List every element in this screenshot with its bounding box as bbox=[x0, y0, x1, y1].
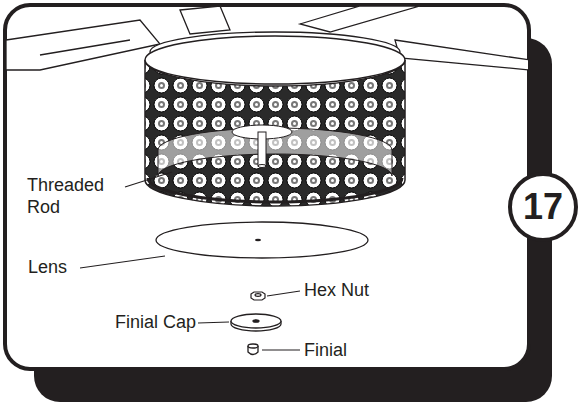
part-label: Finial bbox=[304, 339, 347, 361]
step-number-circle: 17 bbox=[512, 176, 574, 238]
leader-lines bbox=[80, 172, 300, 350]
part-label: Finial Cap bbox=[115, 311, 196, 333]
hex-nut bbox=[251, 292, 265, 300]
part-label: Threaded Rod bbox=[27, 174, 127, 218]
callout-circle bbox=[510, 174, 576, 240]
finial-cap bbox=[231, 314, 281, 331]
step-number: 17 bbox=[523, 186, 563, 228]
frame bbox=[5, 5, 529, 369]
finial bbox=[248, 344, 258, 355]
light-housing bbox=[145, 36, 405, 206]
part-label: Hex Nut bbox=[304, 279, 369, 301]
lens-disc bbox=[156, 222, 368, 258]
part-label: Lens bbox=[28, 256, 67, 278]
